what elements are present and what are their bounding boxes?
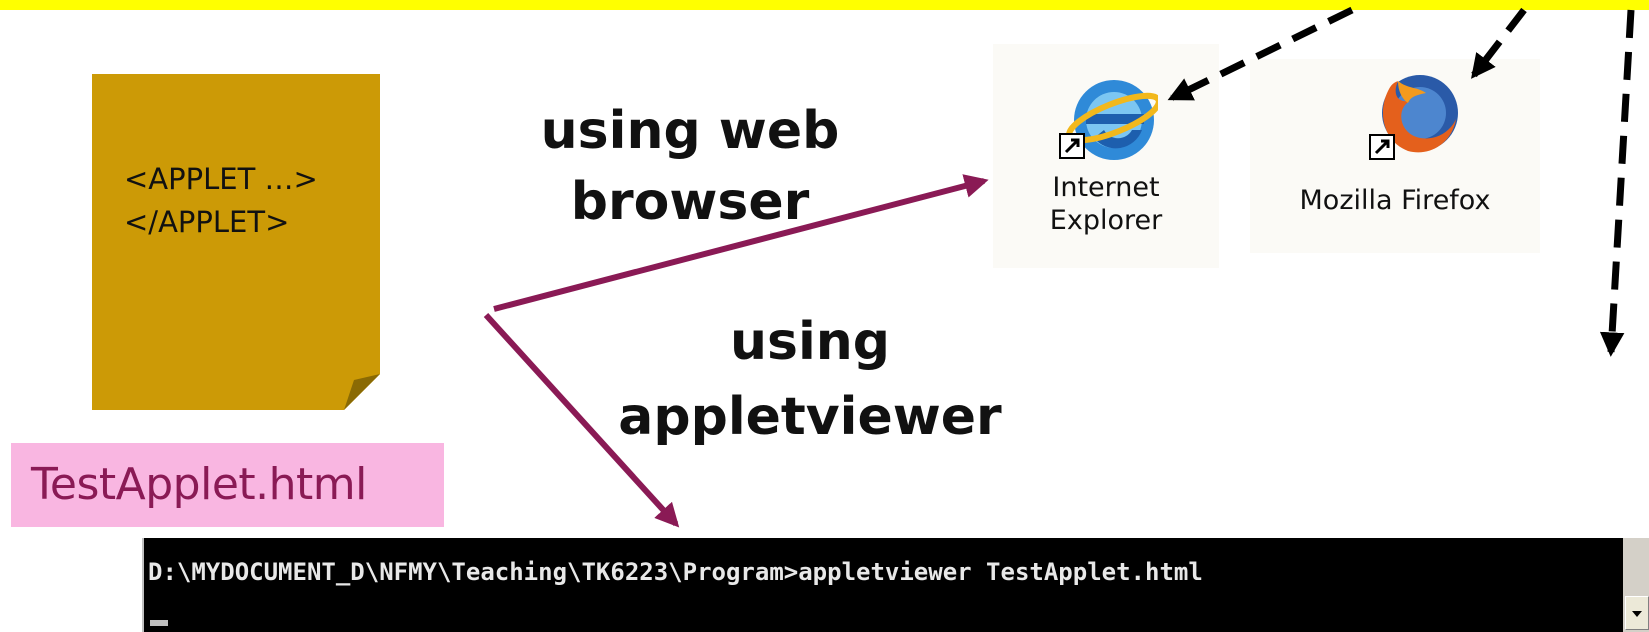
- chevron-down-icon: [1632, 611, 1642, 617]
- internet-explorer-icon: [1058, 74, 1162, 166]
- ie-caption-line2: Explorer: [1049, 205, 1163, 236]
- appletviewer-label-line1: using: [729, 312, 891, 372]
- mozilla-firefox-shortcut[interactable]: Mozilla Firefox: [1250, 59, 1540, 253]
- html-file-note: <APPLET …> </APPLET>: [92, 74, 380, 410]
- mozilla-firefox-caption: Mozilla Firefox: [1299, 185, 1491, 216]
- appletviewer-label: using appletviewer: [590, 305, 1030, 455]
- appletviewer-label-line2: appletviewer: [618, 387, 1002, 447]
- text-cursor: [150, 620, 168, 626]
- web-browser-label: using web browser: [520, 96, 860, 238]
- applet-tag-code: <APPLET …> </APPLET>: [124, 158, 318, 244]
- command-prompt-window[interactable]: D:\MYDOCUMENT_D\NFMY\Teaching\TK6223\Pro…: [142, 538, 1649, 632]
- internet-explorer-caption: Internet Explorer: [993, 171, 1219, 237]
- applet-open-tag: <APPLET …>: [124, 162, 318, 196]
- web-browser-label-line2: browser: [570, 172, 810, 232]
- file-name-label: TestApplet.html: [11, 443, 444, 527]
- top-banner-strip: [0, 0, 1649, 10]
- scroll-down-button[interactable]: [1625, 596, 1649, 630]
- file-name-text: TestApplet.html: [31, 459, 367, 510]
- ie-caption-line1: Internet: [1052, 172, 1160, 203]
- applet-close-tag: </APPLET>: [124, 205, 290, 239]
- note-paper-shape: [92, 74, 380, 410]
- internet-explorer-shortcut[interactable]: Internet Explorer: [993, 44, 1219, 268]
- dashed-arrow-down-right: [1599, 9, 1635, 357]
- mozilla-firefox-icon: [1368, 71, 1460, 163]
- vertical-scrollbar[interactable]: [1623, 538, 1649, 632]
- web-browser-label-line1: using web: [540, 101, 840, 161]
- command-prompt-line: D:\MYDOCUMENT_D\NFMY\Teaching\TK6223\Pro…: [148, 558, 1203, 586]
